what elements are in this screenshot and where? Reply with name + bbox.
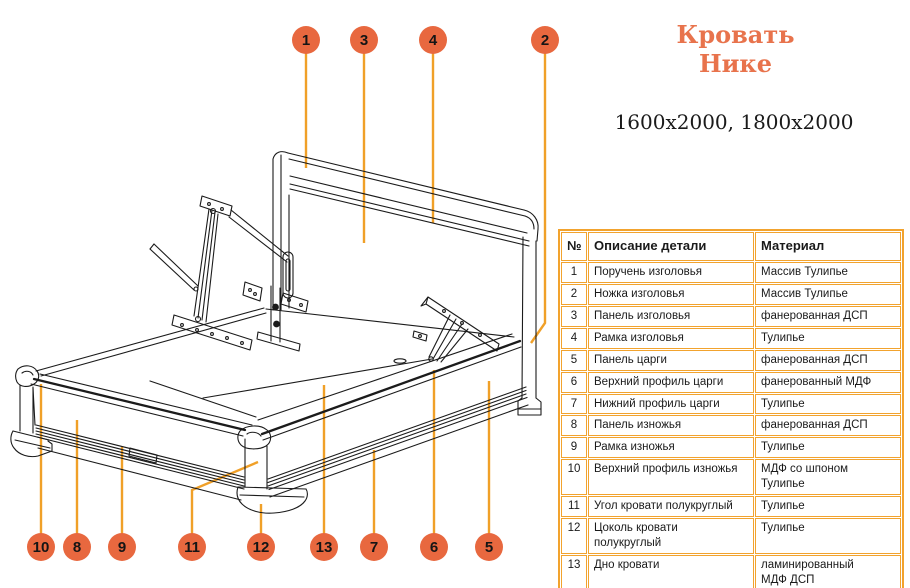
callout-label: 13 <box>315 538 333 556</box>
cell-number: 6 <box>561 371 587 393</box>
header-number: № <box>561 232 587 261</box>
callout-label: 9 <box>117 538 127 556</box>
callout-label: 3 <box>359 31 369 49</box>
cell-number: 10 <box>561 459 587 496</box>
callout-circle-4: 4 <box>419 26 447 54</box>
callout-label: 11 <box>184 538 200 556</box>
callout-circle-9: 9 <box>108 533 136 561</box>
cell-description: Рамка изножья <box>588 437 754 459</box>
callout-circle-8: 8 <box>63 533 91 561</box>
callout-circle-2: 2 <box>531 26 559 54</box>
headboard <box>265 151 542 416</box>
cell-number: 13 <box>561 555 587 588</box>
cell-number: 8 <box>561 415 587 437</box>
bed-bottom <box>35 307 513 421</box>
callout-circle-11: 11 <box>178 533 206 561</box>
cell-material: ламинированный МДФ ДСП <box>755 555 901 588</box>
cell-description: Ножка изголовья <box>588 283 754 305</box>
callout-label: 10 <box>32 538 50 556</box>
callout-label: 4 <box>428 31 438 49</box>
cell-number: 3 <box>561 305 587 327</box>
cell-number: 5 <box>561 349 587 371</box>
lift-mechanism-right <box>412 296 500 363</box>
product-title-line2: Нике <box>698 49 773 78</box>
product-title: Кровать Нике <box>638 20 833 78</box>
cell-material: Массив Тулипье <box>755 283 901 305</box>
cell-number: 4 <box>561 327 587 349</box>
cell-number: 2 <box>561 283 587 305</box>
callout-label: 7 <box>369 538 379 556</box>
parts-table-header-row: № Описание детали Материал <box>561 232 901 261</box>
callout-circle-12: 12 <box>247 533 275 561</box>
cell-material: фанерованная ДСП <box>755 305 901 327</box>
header-material: Материал <box>755 232 901 261</box>
cell-description: Верхний профиль царги <box>588 371 754 393</box>
cell-number: 7 <box>561 393 587 415</box>
callout-label: 5 <box>484 538 494 556</box>
cell-material: фанерованный МДФ <box>755 371 901 393</box>
footboard <box>10 365 253 501</box>
header-description: Описание детали <box>588 232 754 261</box>
product-sizes: 1600x2000, 1800x2000 <box>614 110 854 134</box>
cell-description: Панель царги <box>588 349 754 371</box>
cell-description: Поручень изголовья <box>588 261 754 283</box>
callout-circle-5: 5 <box>475 533 503 561</box>
cell-material: фанерованная ДСП <box>755 349 901 371</box>
cell-material: Тулипье <box>755 518 901 555</box>
cell-material: Тулипье <box>755 496 901 518</box>
cell-description: Дно кровати <box>588 555 754 588</box>
cell-material: Массив Тулипье <box>755 261 901 283</box>
cell-description: Нижний профиль царги <box>588 393 754 415</box>
side-rail <box>260 339 529 498</box>
lift-mechanism-left <box>149 195 309 352</box>
callout-label: 2 <box>540 31 550 49</box>
callout-label: 12 <box>252 538 270 556</box>
cell-number: 1 <box>561 261 587 283</box>
callout-circle-6: 6 <box>420 533 448 561</box>
callout-label: 6 <box>429 538 439 556</box>
callout-circle-3: 3 <box>350 26 378 54</box>
cell-material: Тулипье <box>755 437 901 459</box>
corner-post <box>236 425 308 514</box>
cell-number: 9 <box>561 437 587 459</box>
product-title-line1: Кровать <box>676 20 795 49</box>
cell-description: Панель изножья <box>588 415 754 437</box>
cell-description: Угол кровати полукруглый <box>588 496 754 518</box>
cell-description: Рамка изголовья <box>588 327 754 349</box>
callout-circle-10: 10 <box>27 533 55 561</box>
callout-label: 1 <box>301 31 311 49</box>
cell-description: Цоколь кровати полукруглый <box>588 518 754 555</box>
callout-circle-13: 13 <box>310 533 338 561</box>
cell-material: МДФ со шпоном Тулипье <box>755 459 901 496</box>
cell-description: Панель изголовья <box>588 305 754 327</box>
leader-lines <box>39 53 547 534</box>
callout-circle-1: 1 <box>292 26 320 54</box>
cell-material: Тулипье <box>755 327 901 349</box>
cell-number: 12 <box>561 518 587 555</box>
cell-number: 11 <box>561 496 587 518</box>
callout-circle-7: 7 <box>360 533 388 561</box>
cell-material: фанерованная ДСП <box>755 415 901 437</box>
callout-label: 8 <box>72 538 82 556</box>
cell-description: Верхний профиль изножья <box>588 459 754 496</box>
cell-material: Тулипье <box>755 393 901 415</box>
